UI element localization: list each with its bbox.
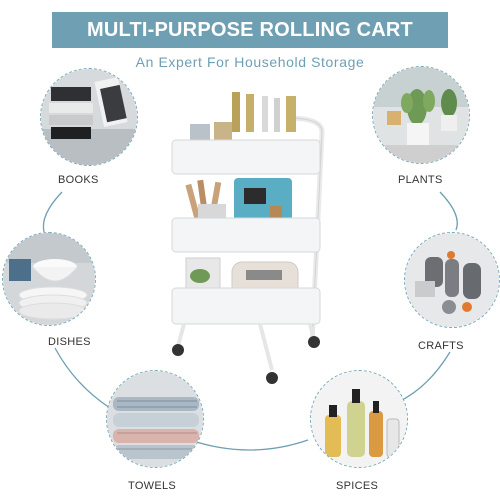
page-subtitle: An Expert For Household Storage [135,54,365,70]
books-label: BOOKS [58,174,99,186]
plants-label: PLANTS [398,174,443,186]
spices-image [310,370,408,468]
crafts-label: CRAFTS [418,340,464,352]
towels-image [106,370,204,468]
page-title: MULTI-PURPOSE ROLLING CART [87,18,413,41]
title-banner: MULTI-PURPOSE ROLLING CART [52,12,448,48]
dishes-image [2,232,96,326]
dishes-label: DISHES [48,336,91,348]
plants-image [372,66,470,164]
towels-label: TOWELS [128,480,177,492]
crafts-image [404,232,500,328]
spices-label: SPICES [336,480,379,492]
books-image [40,68,138,166]
rolling-cart-image [171,92,325,384]
